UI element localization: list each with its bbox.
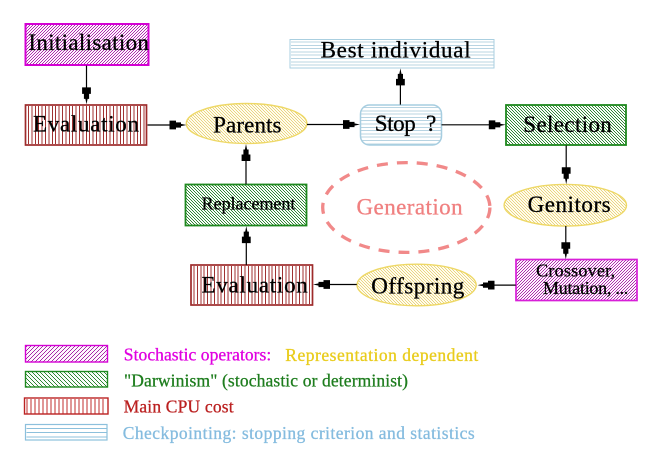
svg-text:Generation: Generation — [357, 194, 464, 219]
svg-text:"Darwinism" (stochastic or det: "Darwinism" (stochastic or determinist) — [124, 371, 408, 391]
svg-text:Initialisation: Initialisation — [28, 30, 149, 55]
svg-text:Parents: Parents — [213, 113, 281, 138]
svg-text:Replacement: Replacement — [202, 194, 296, 214]
svg-text:Selection: Selection — [523, 112, 612, 137]
svg-text:Main CPU cost: Main CPU cost — [124, 397, 234, 417]
svg-text:Stochastic operators:: Stochastic operators: — [124, 345, 271, 365]
svg-text:Stop ?: Stop ? — [375, 111, 437, 136]
svg-text:Best individual: Best individual — [321, 37, 471, 62]
svg-text:Representation dependent: Representation dependent — [285, 345, 478, 365]
svg-text:Offspring: Offspring — [371, 273, 465, 298]
svg-text:Crossover,: Crossover, — [536, 261, 615, 281]
svg-text:Evaluation: Evaluation — [33, 111, 140, 136]
svg-text:Mutation, ...: Mutation, ... — [543, 278, 628, 298]
svg-text:Evaluation: Evaluation — [202, 272, 309, 297]
svg-text:Genitors: Genitors — [528, 192, 611, 217]
svg-text:Checkpointing: stopping criter: Checkpointing: stopping criterion and st… — [123, 423, 475, 443]
